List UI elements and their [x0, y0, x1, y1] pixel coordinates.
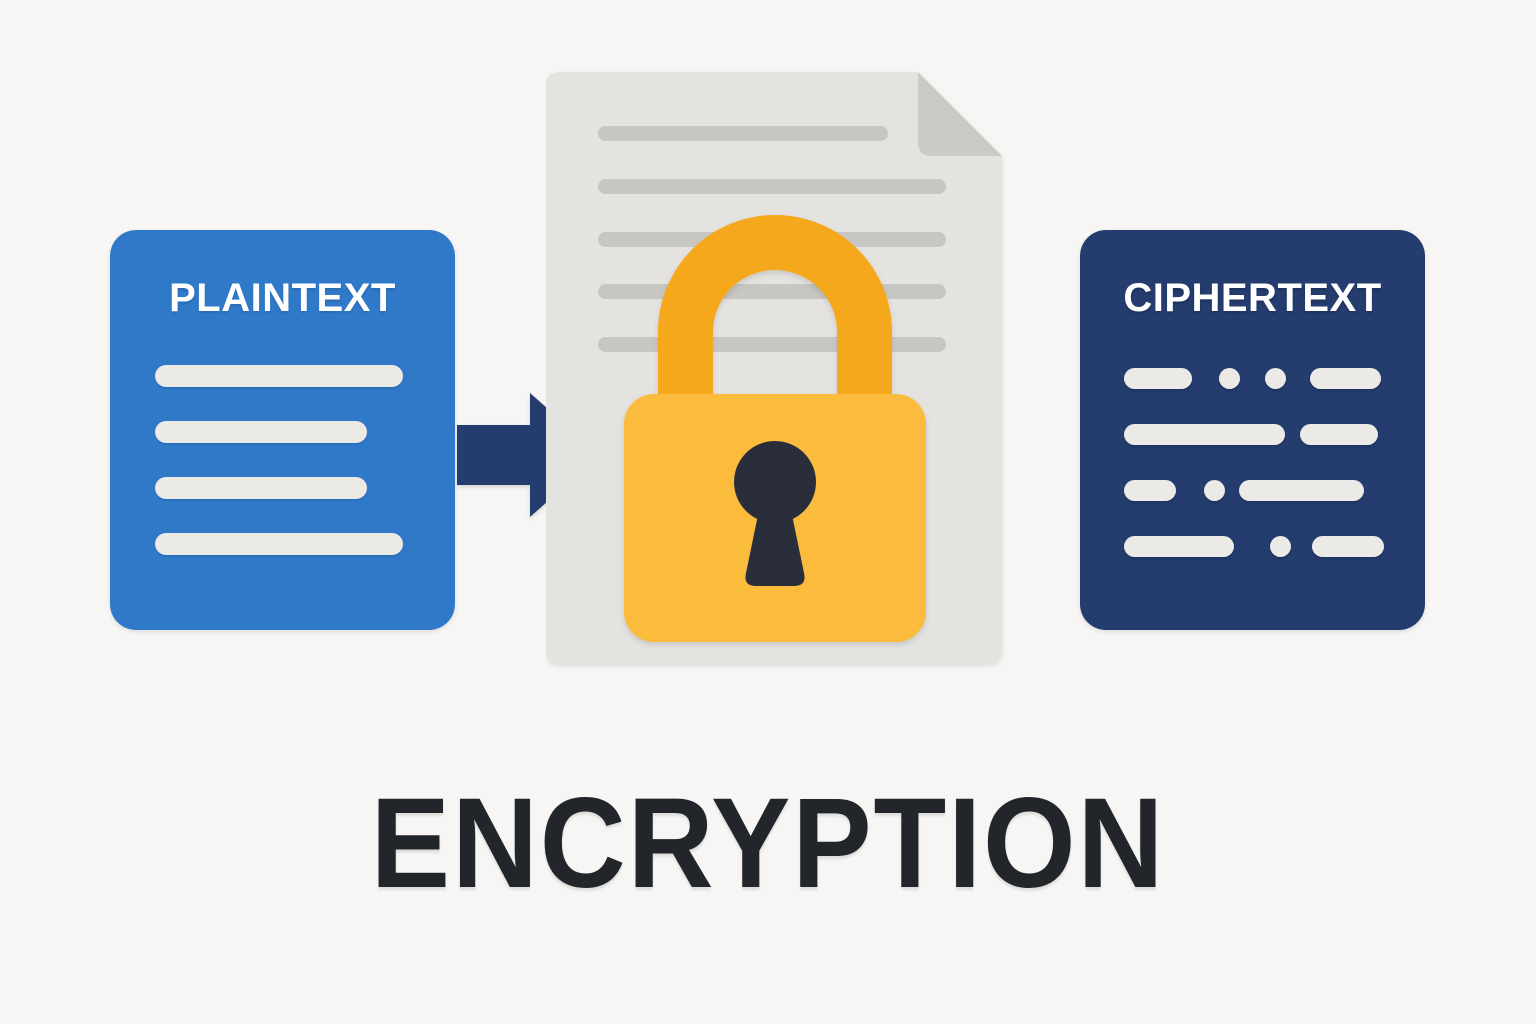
ciphertext-dot: [1204, 480, 1225, 501]
ciphertext-bar: [1124, 424, 1285, 445]
ciphertext-bar: [1312, 536, 1384, 557]
encrypted-document-group: [546, 60, 1012, 680]
plaintext-title: PLAINTEXT: [169, 276, 396, 320]
ciphertext-bar: [1310, 368, 1381, 389]
page-title: ENCRYPTION: [370, 772, 1166, 915]
ciphertext-card: CIPHERTEXT: [1080, 230, 1425, 630]
padlock-shackle: [658, 215, 892, 412]
ciphertext-bar: [1239, 480, 1364, 501]
ciphertext-bar: [1124, 368, 1192, 389]
padlock-icon: [624, 215, 926, 642]
padlock-keyhole: [734, 441, 816, 586]
ciphertext-dot: [1270, 536, 1291, 557]
plaintext-text-line: [155, 533, 403, 555]
plaintext-card: PLAINTEXT: [110, 230, 455, 630]
plaintext-text-line: [155, 365, 403, 387]
document-fold-corner: [918, 72, 1002, 156]
ciphertext-bar: [1124, 480, 1176, 501]
plaintext-text-line: [155, 477, 367, 499]
plaintext-text-line: [155, 421, 367, 443]
ciphertext-dot: [1219, 368, 1240, 389]
ciphertext-bar: [1300, 424, 1378, 445]
ciphertext-dot: [1265, 368, 1286, 389]
ciphertext-title: CIPHERTEXT: [1123, 276, 1382, 320]
ciphertext-bar: [1124, 536, 1234, 557]
